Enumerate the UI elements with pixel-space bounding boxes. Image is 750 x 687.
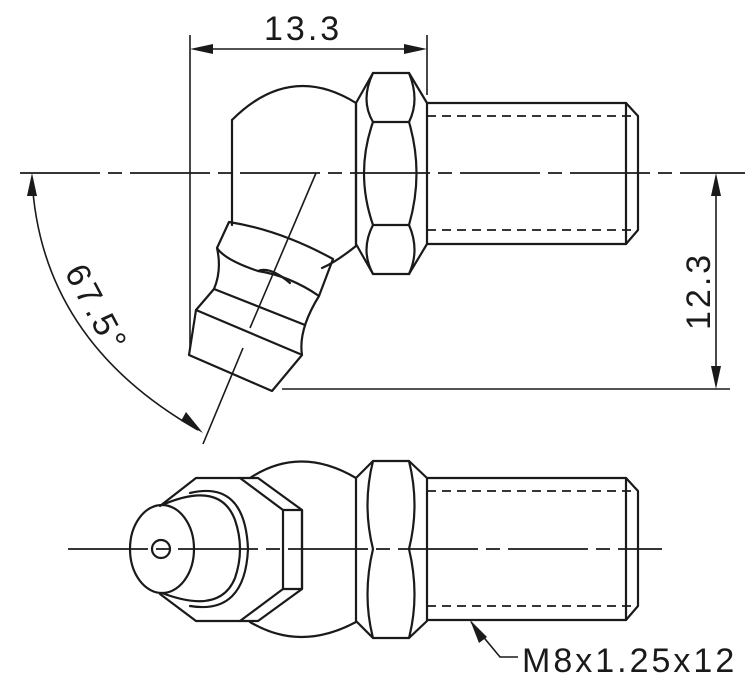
angled-nipple-head	[187, 172, 335, 445]
ball-body-top	[248, 460, 358, 480]
dimension-height-label: 12.3	[680, 252, 718, 330]
side-view: 13.3 12.3 67.5°	[20, 10, 745, 445]
dimension-angle: 67.5°	[27, 173, 203, 433]
nipple-cone	[128, 489, 250, 609]
dimension-height: 12.3	[282, 173, 730, 390]
ball-body-bottom	[248, 620, 358, 638]
nipple-hex-collar	[158, 476, 304, 623]
thread-spec-label: M8x1.25x12	[522, 642, 737, 680]
thread-callout: M8x1.25x12	[470, 620, 737, 680]
nipple-axis-extension	[202, 347, 244, 445]
dimension-width-label: 13.3	[264, 10, 342, 48]
threaded-shank	[425, 101, 640, 246]
threaded-shank-lower	[425, 476, 640, 622]
ball-body	[230, 85, 358, 270]
front-view: M8x1.25x12	[68, 459, 737, 680]
nipple-hole	[150, 538, 172, 560]
dimension-width: 13.3	[189, 10, 428, 350]
nipple-axis	[249, 172, 317, 329]
